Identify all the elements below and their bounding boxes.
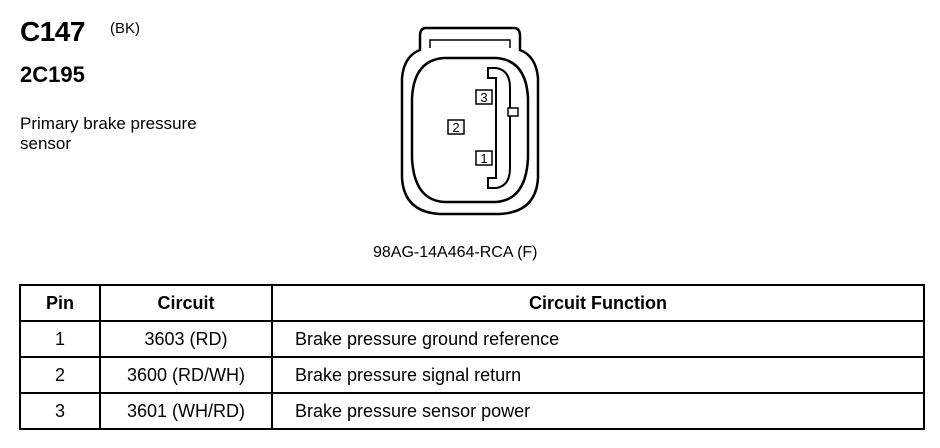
cavity-3: 3 [475, 89, 493, 105]
table-row: 1 3603 (RD) Brake pressure ground refere… [19, 320, 925, 358]
circuit-cell: 3601 (WH/RD) [99, 392, 273, 430]
pin-cell: 3 [19, 392, 101, 430]
connector-face-diagram: 3 2 1 [400, 26, 540, 216]
pin-cell: 2 [19, 356, 101, 394]
polarity-key [507, 107, 519, 117]
function-cell: Brake pressure signal return [271, 356, 925, 394]
function-cell: Brake pressure sensor power [271, 392, 925, 430]
function-cell: Brake pressure ground reference [271, 320, 925, 358]
terminal-carrier [487, 67, 511, 189]
connector-latch-tab [429, 39, 511, 48]
cavity-2: 2 [447, 119, 465, 135]
table-row: 2 3600 (RD/WH) Brake pressure signal ret… [19, 356, 925, 394]
pinout-table: Pin Circuit Circuit Function 1 3603 (RD)… [19, 284, 925, 430]
svg-text:2: 2 [452, 120, 459, 135]
connector-part-number: 98AG-14A464-RCA (F) [373, 244, 538, 261]
column-header-function: Circuit Function [271, 284, 925, 322]
component-description: Primary brake pressure sensor [20, 114, 197, 153]
column-header-pin: Pin [19, 284, 101, 322]
circuit-cell: 3600 (RD/WH) [99, 356, 273, 394]
svg-text:1: 1 [480, 151, 487, 166]
cavity-1: 1 [475, 150, 493, 166]
connector-id: C147 [20, 16, 85, 47]
svg-text:3: 3 [480, 90, 487, 105]
circuit-cell: 3603 (RD) [99, 320, 273, 358]
connector-color-code: (BK) [110, 20, 140, 37]
column-header-circuit: Circuit [99, 284, 273, 322]
table-header-row: Pin Circuit Circuit Function [19, 284, 925, 322]
component-id: 2C195 [20, 62, 85, 87]
pin-cell: 1 [19, 320, 101, 358]
table-row: 3 3601 (WH/RD) Brake pressure sensor pow… [19, 392, 925, 430]
